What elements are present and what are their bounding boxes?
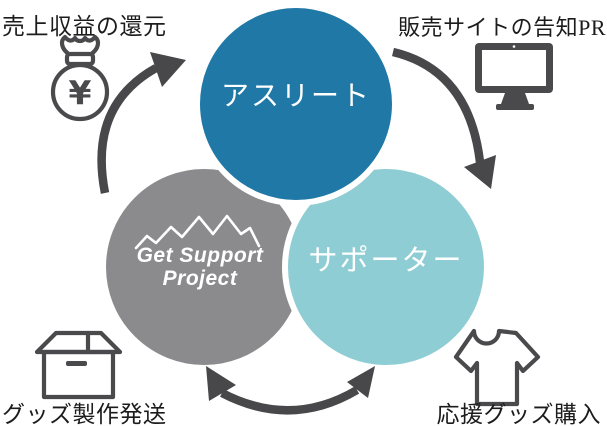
svg-text:¥: ¥ (69, 73, 92, 112)
mountain-range-icon (134, 214, 261, 250)
project-logo-text: Get Support Project (104, 244, 296, 290)
athlete-label: アスリート (220, 81, 371, 112)
arrow-left-up (97, 52, 186, 194)
label-goods-shipping: グッズ製作発送 (2, 402, 167, 426)
monitor-icon (475, 43, 553, 110)
label-revenue-return: 売上収益の還元 (2, 14, 167, 39)
tshirt-icon (453, 328, 541, 407)
label-goods-purchase: 応援グッズ購入 (436, 402, 601, 426)
label-site-pr: 販売サイトの告知PR (398, 15, 606, 40)
supporter-label: サポーター (308, 245, 464, 277)
arrow-bottom-double (206, 366, 375, 415)
supporter-circle (282, 163, 490, 371)
box-icon (34, 330, 123, 400)
project-logo-line1: Get Support (136, 244, 264, 267)
arrow-right-down (391, 47, 496, 189)
money-bag-icon: ¥ (50, 34, 110, 122)
project-logo-line2: Project (162, 267, 238, 290)
athlete-circle (194, 2, 398, 206)
